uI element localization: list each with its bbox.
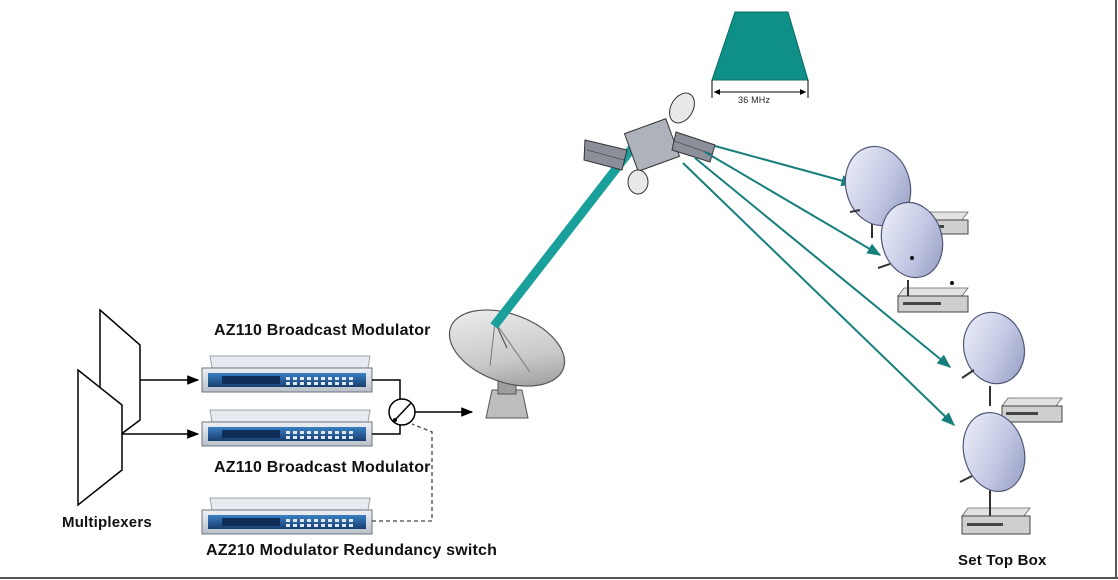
receiver-dish-icon <box>961 311 1026 406</box>
multiplexer-front <box>77 368 123 507</box>
modulator-bottom-unit <box>201 409 373 447</box>
redundancy-switch-icon <box>388 398 416 426</box>
downlink-beam <box>682 162 956 426</box>
set-top-box-label: Set Top Box <box>958 552 1047 569</box>
downlink-beam <box>694 157 952 368</box>
modulator-bottom-label: AZ110 Broadcast Modulator <box>214 459 431 476</box>
redundancy-switch-unit <box>201 497 373 535</box>
link-redundancy-control <box>372 423 433 522</box>
satellite-icon <box>583 92 716 195</box>
spectrum-icon <box>711 11 809 81</box>
set-top-box-icon <box>897 281 969 313</box>
modulator-top-unit <box>201 355 373 393</box>
downlink-beam <box>714 145 856 187</box>
set-top-box-icon <box>961 507 1031 535</box>
downlink-beams <box>682 145 956 426</box>
uplink-dish-icon <box>448 309 566 419</box>
receiver-dish-icon <box>877 201 944 296</box>
bandwidth-label: 36 MHz <box>738 95 771 105</box>
link-mod-bottom-to-switch <box>372 424 401 435</box>
receiver-dish-icon <box>959 411 1026 516</box>
multiplexers-group <box>77 308 141 507</box>
set-top-box-icon <box>1001 397 1063 423</box>
uplink-beam <box>490 135 644 329</box>
modulator-top-label: AZ110 Broadcast Modulator <box>214 322 431 339</box>
link-mod-top-to-switch <box>372 379 401 400</box>
redundancy-switch-label: AZ210 Modulator Redundancy switch <box>206 542 498 559</box>
multiplexers-label: Multiplexers <box>62 514 152 531</box>
downlink-beam <box>704 151 882 256</box>
